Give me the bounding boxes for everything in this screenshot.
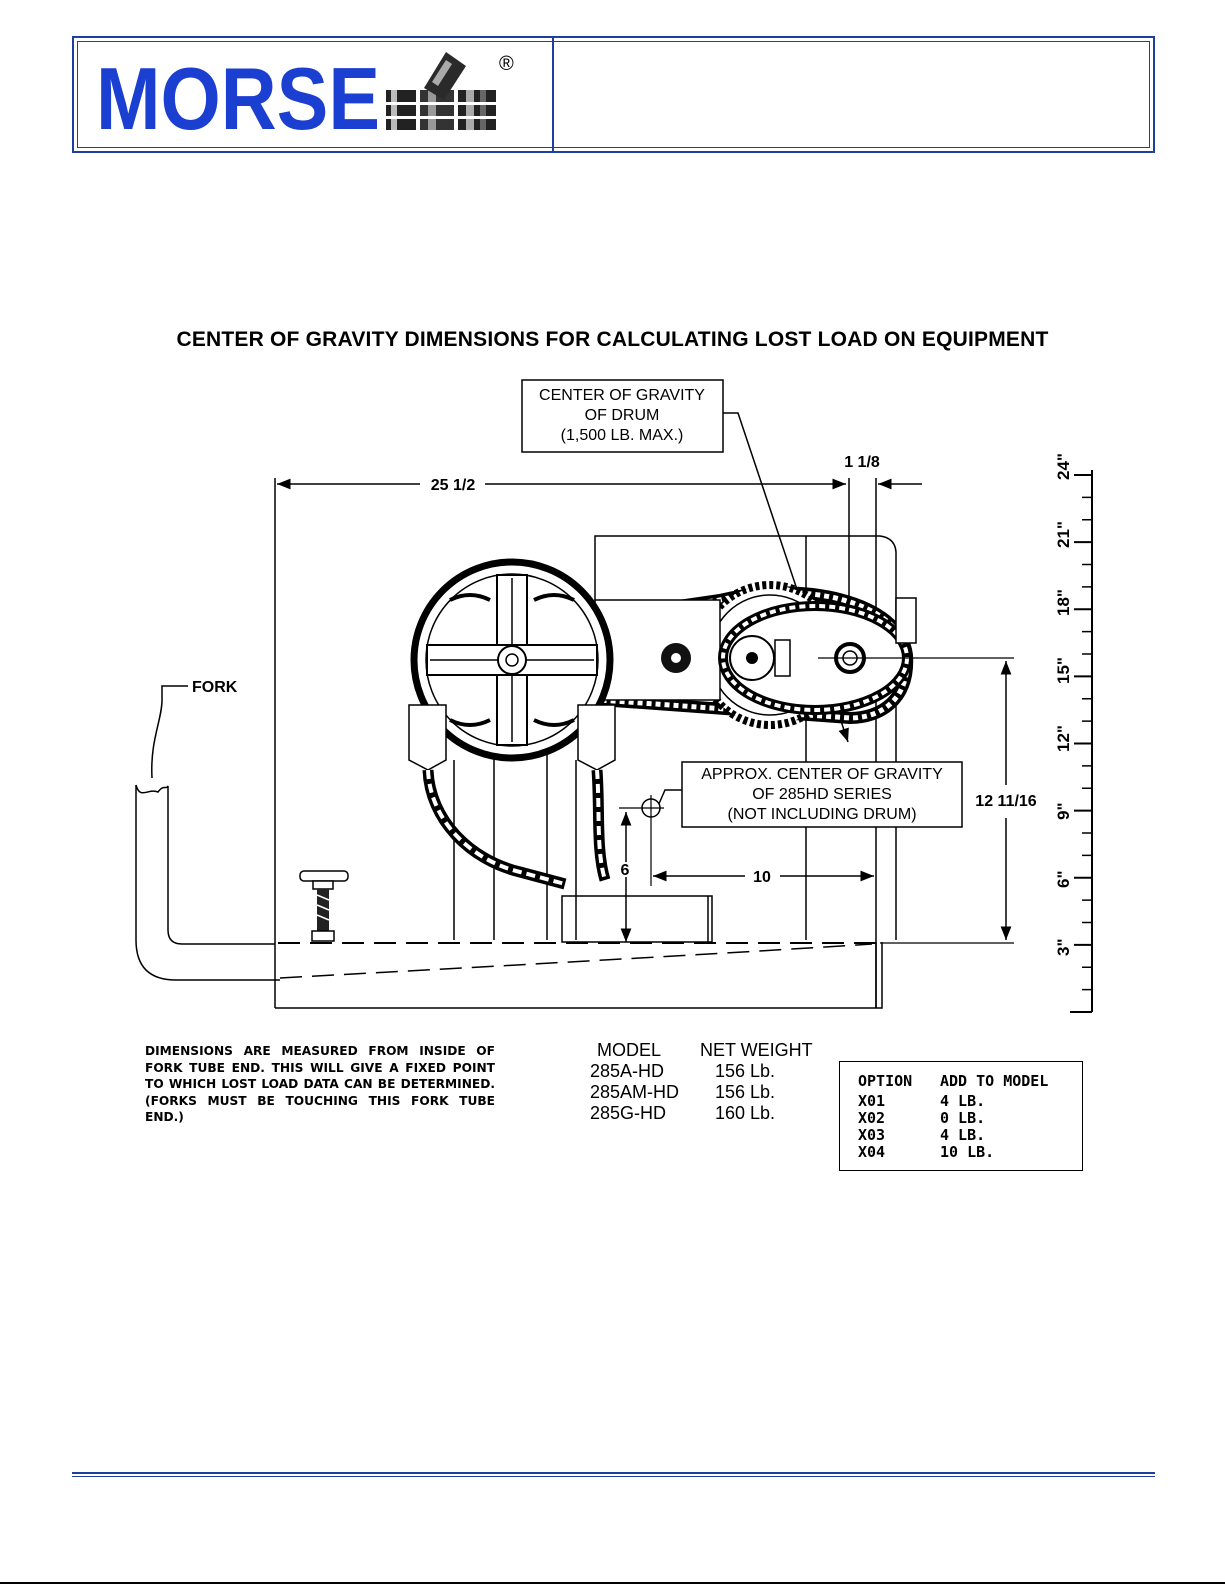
model-column-header: MODEL — [597, 1040, 662, 1060]
logo-text: MORSE — [96, 49, 380, 141]
drum-cg-callout: CENTER OF GRAVITY OF DRUM (1,500 LB. MAX… — [521, 379, 849, 743]
option-cell: X02 — [858, 1109, 886, 1127]
drum-reel-wheel — [410, 558, 614, 762]
add-cell: 4 LB. — [940, 1092, 986, 1110]
dimension-cg-offset: 10 — [653, 869, 874, 886]
table-row: 285A-HD 156 Lb. — [590, 1061, 813, 1082]
options-table: OPTION ADD TO MODEL X01 4 LB. X02 0 LB. … — [839, 1061, 1083, 1171]
table-row: X01 4 LB. — [858, 1092, 985, 1110]
scale-label-12: 12" — [1054, 725, 1073, 752]
header-divider — [552, 38, 554, 151]
callout-series-line1: APPROX. CENTER OF GRAVITY — [701, 766, 943, 783]
add-cell: 10 LB. — [940, 1143, 995, 1161]
callout-drum-line1: CENTER OF GRAVITY — [539, 387, 705, 404]
scale-label-18: 18" — [1054, 589, 1073, 616]
weight-cell: 156 Lb. — [715, 1061, 776, 1081]
drum-brackets — [408, 704, 616, 771]
add-cell: 4 LB. — [940, 1126, 986, 1144]
option-cell: X03 — [858, 1126, 886, 1144]
series-cg-callout: APPROX. CENTER OF GRAVITY OF 285HD SERIE… — [619, 761, 963, 886]
header-inner-border — [77, 41, 1150, 148]
footer-rule — [72, 1472, 1155, 1477]
add-column-header: ADD TO MODEL — [940, 1072, 1049, 1090]
option-cell: X04 — [858, 1143, 886, 1161]
table-row: 285G-HD 160 Lb. — [590, 1103, 813, 1124]
scale-label-21: 21" — [1054, 521, 1073, 548]
fork-label: FORK — [192, 679, 238, 696]
callout-drum-line3: (1,500 LB. MAX.) — [561, 427, 684, 444]
net-weight-header: MODEL NET WEIGHT — [590, 1040, 813, 1061]
dimension-width: 25 1/2 — [274, 477, 846, 1008]
callout-drum-line2: OF DRUM — [585, 407, 660, 424]
dim-cg-offset-label: 10 — [753, 869, 771, 886]
morse-logo: MORSE ® — [96, 49, 514, 141]
registered-mark: ® — [499, 53, 514, 75]
model-cell: 285AM-HD — [590, 1082, 680, 1102]
measurement-note: DIMENSIONS ARE MEASURED FROM INSIDE OF F… — [145, 1044, 495, 1124]
table-row: X02 0 LB. — [858, 1109, 985, 1127]
page-bottom-rule — [0, 1582, 1225, 1584]
sprocket-arm — [594, 597, 917, 715]
weight-cell: 160 Lb. — [715, 1103, 776, 1123]
table-row: X04 10 LB. — [858, 1143, 994, 1161]
fork-tube: FORK — [135, 679, 280, 981]
hanging-chains — [422, 769, 611, 890]
dim-cg-height-label: 6 — [621, 862, 630, 879]
table-row: 285AM-HD 156 Lb. — [590, 1082, 813, 1103]
weight-cell: 156 Lb. — [715, 1082, 776, 1102]
option-cell: X01 — [858, 1092, 886, 1110]
document-header: MORSE ® — [72, 36, 1155, 153]
scale-label-15: 15" — [1054, 657, 1073, 684]
dim-offset-label: 1 1/8 — [844, 454, 880, 471]
dimension-cg-height: 6 — [619, 812, 632, 942]
scale-label-6: 6" — [1054, 870, 1073, 888]
option-column-header: OPTION — [858, 1072, 913, 1090]
dim-width-label: 25 1/2 — [431, 477, 476, 494]
scale-label-9: 9" — [1054, 802, 1073, 820]
options-header: OPTION ADD TO MODEL — [858, 1072, 1048, 1090]
table-row: X03 4 LB. — [858, 1126, 985, 1144]
scale-label-24: 24" — [1054, 453, 1073, 480]
weight-column-header: NET WEIGHT — [700, 1040, 813, 1060]
callout-series-line3: (NOT INCLUDING DRUM) — [727, 806, 916, 823]
dimension-height: 12 11/16 — [880, 661, 1037, 944]
drum-logo-icon — [386, 52, 496, 130]
scale-label-3: 3" — [1054, 938, 1073, 956]
model-cell: 285G-HD — [590, 1103, 667, 1123]
model-cell: 285A-HD — [590, 1061, 665, 1081]
dim-height-label: 12 11/16 — [975, 793, 1037, 810]
vertical-scale-ruler: 3" 6" 9" 12" 15" 18" 21" 24" — [1054, 453, 1093, 1013]
add-cell: 0 LB. — [940, 1109, 986, 1127]
net-weight-table: MODEL NET WEIGHT 285A-HD 156 Lb. 285AM-H… — [590, 1040, 813, 1124]
callout-series-line2: OF 285HD SERIES — [752, 786, 892, 803]
handle-stud — [299, 870, 349, 942]
page-title: CENTER OF GRAVITY DIMENSIONS FOR CALCULA… — [176, 328, 1049, 351]
